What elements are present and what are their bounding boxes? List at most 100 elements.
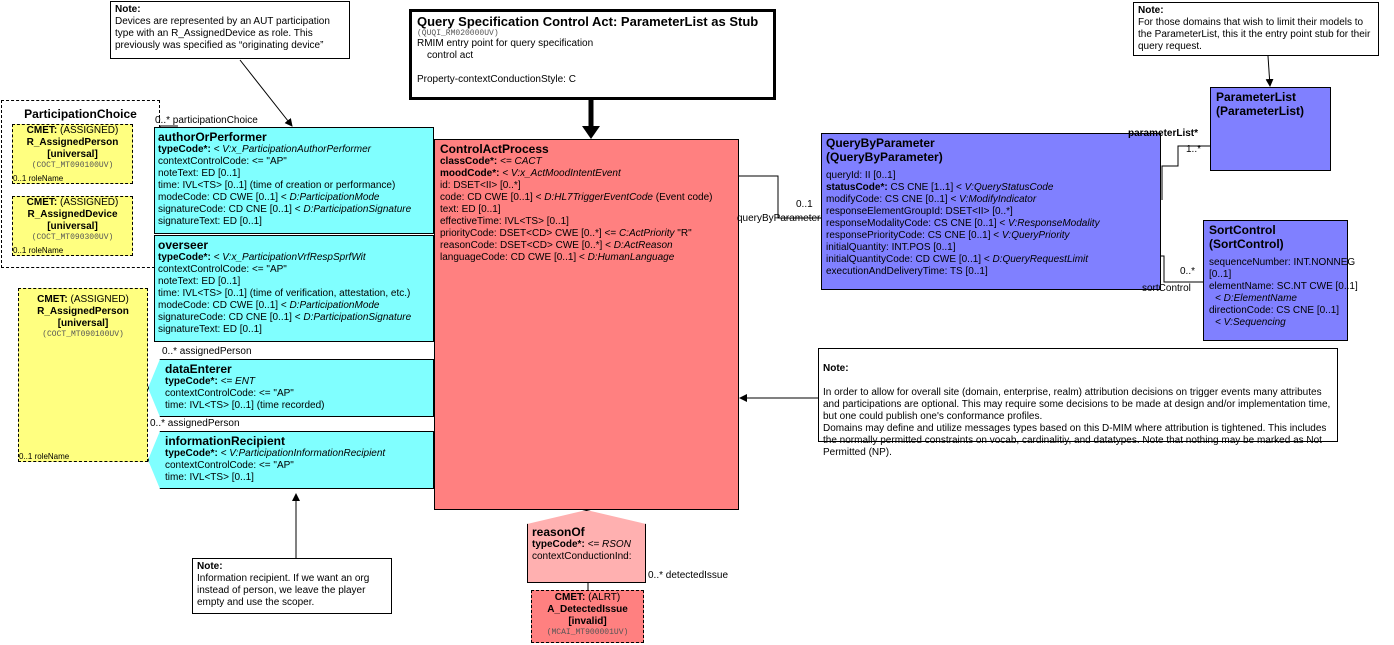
sort-control: SortControl (SortControl) sequenceNumber… [1203,220,1358,341]
class-title: informationRecipient [165,434,286,448]
cmet-id: (COCT_MT090300UV) [31,233,114,242]
label-assigned-person-2: 0..* assignedPerson [150,418,240,429]
attr: initialQuantity: INT.POS [0..1] [826,242,956,253]
label-sort-control-card: 0..* [1180,266,1196,277]
class-title: QueryByParameter [826,136,935,150]
label-detected-issue: 0..* detectedIssue [648,570,729,581]
cmet-name: A_DetectedIssue [547,604,628,615]
query-by-parameter: QueryByParameter (QueryByParameter) quer… [821,133,1161,290]
cmet-role: 0..1 roleName [13,246,64,255]
attr: id: DSET<II> [0..*] [440,180,521,191]
cmet-id: (COCT_MT090100UV) [31,161,114,170]
note-parameterlist: Note: For those domains that wish to lim… [1133,2,1379,56]
cmet-label: CMET: [26,125,58,136]
note-text: For those domains that wish to limit the… [1138,17,1371,52]
attr: contextConductionInd: [532,551,632,562]
attr: [0..1] [1209,269,1232,280]
parameter-list: ParameterList (ParameterList) [1210,87,1331,171]
attr: time: IVL<TS> [0..1] (time of verificati… [158,288,411,299]
attr-name: typeCode*: [158,144,211,155]
cmet-label: CMET: [26,197,58,208]
note-title: Note: [823,363,849,374]
header-desc2: control act [427,50,474,61]
attr-name: statusCode*: [826,182,888,193]
attr-value: < D:ElementName [1215,293,1297,304]
class-subtitle: (SortControl) [1209,237,1284,251]
cmet-flavor: [universal] [57,318,109,329]
header-title: Query Specification Control Act: Paramet… [417,14,759,29]
attr: contextControlCode: <= "AP" [158,156,287,167]
attr-name: modifyCode: CS CNE [0..1] < [826,194,960,205]
attr-type: CS CNE [1..1] < [887,182,965,193]
note-text: Information recipient. If we want an org… [197,573,370,608]
cmet-role: 0..1 roleName [13,174,64,183]
attr: noteText: ED [0..1] [158,168,241,179]
attr: signatureText: ED [0..1] [158,216,262,227]
cmet-flavor: [universal] [47,149,98,160]
participation-choice-title: ParticipationChoice [24,107,137,121]
attr: executionAndDeliveryTime: TS [0..1] [826,266,988,277]
data-enterer: dataEnterer typeCode*: <= ENT contextCon… [148,359,434,417]
attr-value: V:ModifyIndicator [959,194,1037,205]
attr-name: responsePriorityCode: CS CNE [0..1] < [826,230,1002,241]
note-title: Note: [197,561,223,572]
overseer: overseer typeCode*: < V:x_ParticipationV… [154,235,434,342]
attr-value: D:ParticipationMode [289,300,380,311]
cmet-id: (COCT_MT090100UV) [42,330,124,339]
attr-name: typeCode*: [165,448,218,459]
attr: time: IVL<TS> [0..1] (time recorded) [165,400,325,411]
class-title: ParameterList [1216,90,1297,104]
attr-value: D:ActReason [613,240,673,251]
note-text: Devices are represented by an AUT partic… [115,16,330,51]
note-title: Note: [1138,5,1164,16]
attr-value: V:QueryPriority [1001,230,1070,241]
attr-value: D:ParticipationMode [289,192,380,203]
attr-name: initialQuantityCode: CD CWE [0..1] < [826,254,993,265]
class-subtitle: (QueryByParameter) [826,150,943,164]
class-title: ControlActProcess [440,142,549,156]
attr-name: typeCode*: [532,539,585,550]
attr-name: reasonCode: DSET<CD> CWE [0..*] < [440,240,614,251]
control-act-process: ControlActProcess classCode*: <= CACT mo… [434,139,739,510]
header-prop: Property-contextConductionStyle: C [417,74,576,85]
attr-value: V:ResponseModality [1008,218,1100,229]
cmet-label: CMET: [554,592,586,603]
header-id: (QUQI_RM020000UV) [417,29,499,38]
cmet-class: (ASSIGNED) [60,125,119,136]
cmet-flavor: [universal] [47,221,98,232]
attr: signatureText: ED [0..1] [158,324,262,335]
cmet-flavor: [invalid] [568,616,607,627]
label-parameter-list-card: 1..* [1186,144,1202,155]
attr: effectiveTime: IVL<TS> [0..1] [440,216,569,227]
attr: time: IVL<TS> [0..1] (time of creation o… [158,180,396,191]
cmet-class: (ALRT) [588,592,621,603]
attr-value: <= CACT [497,156,542,167]
attr-name: code: CD CWE [0..1] < [440,192,545,203]
cmet-assigned-device: CMET: (ASSIGNED) R_AssignedDevice [unive… [12,196,133,256]
cmet-role: 0..1 roleName [19,452,70,461]
attr-value: <= RSON [584,539,631,550]
class-title: dataEnterer [165,362,232,376]
cmet-detected-issue: CMET: (ALRT) A_DetectedIssue [invalid] (… [531,590,644,643]
cmet-name: R_AssignedPerson [37,306,129,317]
cmet-name: R_AssignedDevice [27,209,118,220]
author-or-performer: authorOrPerformer typeCode*: < V:x_Parti… [154,127,434,234]
header-box: Query Specification Control Act: Paramet… [409,9,776,100]
class-subtitle: (ParameterList) [1216,104,1305,118]
cmet-assigned-person-choice: CMET: (ASSIGNED) R_AssignedPerson [unive… [12,124,133,184]
header-desc1: RMIM entry point for query specification [417,38,594,49]
note-title: Note: [115,4,141,15]
attr-name: modeCode: CD CWE [0..1] < [158,192,290,203]
attr-value: D:ParticipationSignature [303,204,412,215]
attr: noteText: ED [0..1] [158,276,241,287]
attr-name: priorityCode: DSET<CD> CWE [0..*] <= [440,228,619,239]
class-title: SortControl [1209,223,1276,237]
cmet-class: (ASSIGNED) [70,294,129,305]
attr-name: classCode*: [440,156,498,167]
attr-name: modeCode: CD CWE [0..1] < [158,300,290,311]
attr: contextControlCode: <= "AP" [158,264,287,275]
attr-note: "R" [674,228,692,239]
attr-value: < V:x_ParticipationAuthorPerformer [210,144,371,155]
attr-note: (Event code) [652,192,713,203]
note-recipient: Note: Information recipient. If we want … [192,558,392,614]
